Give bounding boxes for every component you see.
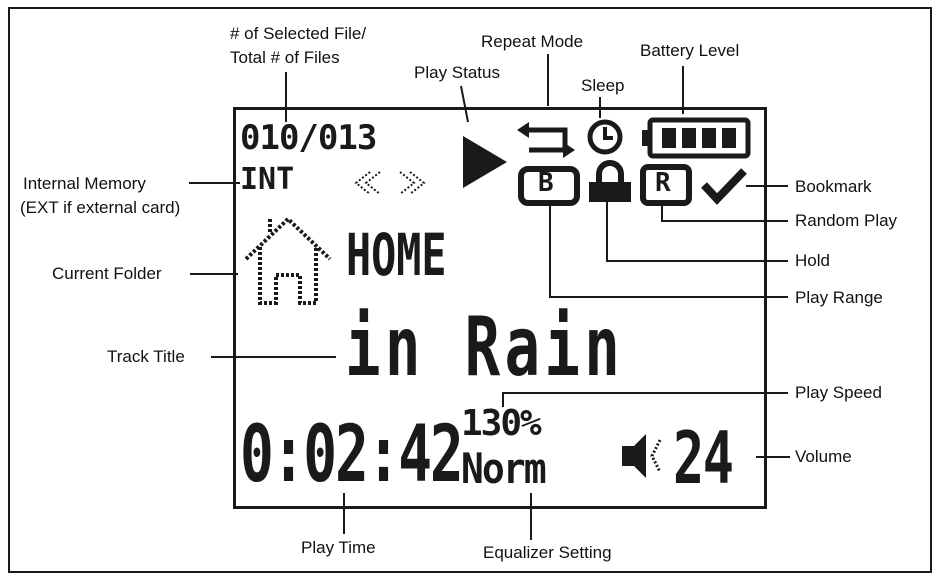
label-bookmark: Bookmark (795, 177, 872, 196)
leader-hold (606, 201, 788, 262)
lcd-folder-name: HOME (346, 221, 447, 289)
repeat-icon (517, 122, 575, 158)
leader-play-speed (502, 392, 788, 407)
leader-play-status (460, 85, 469, 123)
lcd-volume: 24 (673, 416, 734, 500)
label-selected-file: # of Selected File/ (230, 24, 367, 43)
lcd-memory-indicator: INT (240, 162, 295, 197)
label-play-status: Play Status (414, 63, 500, 82)
lcd-play-time: 0:02:42 (240, 410, 464, 500)
label-sleep: Sleep (581, 76, 625, 95)
label-internal-memory: Internal Memory (23, 174, 146, 193)
lcd-screen (233, 107, 767, 509)
leader-random-play (661, 200, 788, 222)
lcd-track-title: in Rain (345, 300, 625, 395)
label-external-card: (EXT if external card) (20, 198, 181, 217)
speaker-icon (622, 434, 662, 478)
label-battery-level: Battery Level (640, 41, 740, 60)
play-range-icon (518, 166, 580, 206)
label-track-title: Track Title (107, 347, 185, 366)
label-play-time: Play Time (301, 538, 376, 557)
play-range-badge: B (538, 168, 554, 198)
diagram-frame (8, 7, 932, 573)
battery-icon (642, 117, 751, 159)
label-repeat-mode: Repeat Mode (481, 32, 584, 51)
label-volume: Volume (795, 447, 852, 466)
lcd-file-counter: 010/013 (240, 118, 377, 158)
leader-play-range (549, 201, 788, 298)
label-play-speed: Play Speed (795, 383, 882, 402)
scroll-arrows-icon (354, 171, 426, 195)
label-random-play: Random Play (795, 211, 898, 230)
label-equalizer-setting: Equalizer Setting (483, 543, 612, 562)
sleep-clock-icon (587, 119, 623, 155)
label-hold: Hold (795, 251, 830, 270)
random-play-badge: R (655, 168, 671, 198)
random-play-icon (640, 164, 692, 206)
hold-lock-icon (589, 160, 631, 202)
bookmark-check-icon (701, 168, 747, 205)
folder-home-icon (244, 216, 332, 305)
label-play-range: Play Range (795, 288, 883, 307)
label-total-files: Total # of Files (230, 48, 340, 67)
label-current-folder: Current Folder (52, 264, 162, 283)
lcd-equalizer: Norm (461, 444, 547, 493)
lcd-play-speed: 130% (461, 403, 542, 444)
play-icon (463, 136, 507, 188)
